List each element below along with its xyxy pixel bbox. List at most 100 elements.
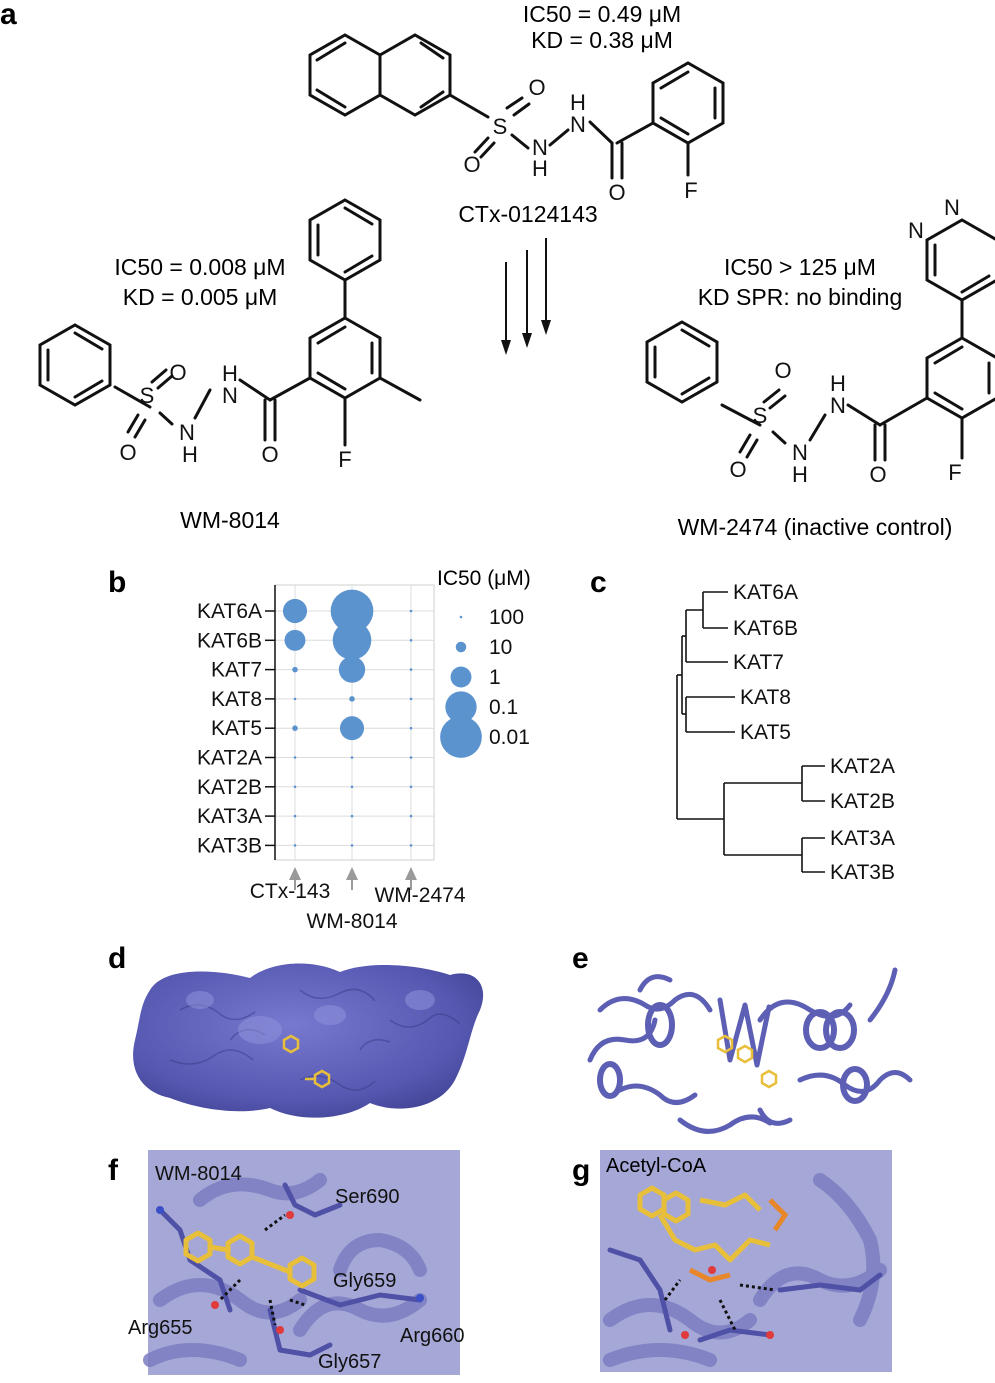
svg-text:H: H bbox=[830, 371, 846, 396]
bubble-point bbox=[293, 756, 297, 759]
row-label: KAT2A bbox=[197, 747, 262, 770]
svg-text:N: N bbox=[179, 420, 195, 445]
ctx-kd: KD = 0.38 μM bbox=[531, 27, 673, 53]
svg-text:F: F bbox=[684, 178, 697, 203]
bubble-point bbox=[293, 785, 297, 789]
bubble-point bbox=[338, 656, 366, 683]
wm8014-kd: KD = 0.005 μM bbox=[123, 284, 278, 310]
ctx-0124143-structure bbox=[308, 33, 725, 180]
bubble-point bbox=[350, 844, 354, 847]
row-label: KAT6B bbox=[197, 629, 262, 652]
svg-text:N: N bbox=[792, 440, 808, 465]
bubble-point bbox=[349, 696, 355, 702]
row-label: KAT2B bbox=[197, 776, 262, 799]
svg-text:N: N bbox=[908, 218, 924, 243]
x-label: WM-2474 bbox=[374, 884, 465, 907]
ic50-bubble-chart: KAT6AKAT6BKAT7KAT8KAT5KAT2AKAT2BKAT3AKAT… bbox=[197, 584, 466, 933]
tree-leaf-kat8: KAT8 bbox=[740, 686, 791, 709]
row-label: KAT8 bbox=[211, 688, 262, 711]
wm2474-atom-labels: N N S O O N H N H O F bbox=[729, 195, 961, 487]
label-gly659: Gly659 bbox=[333, 1270, 396, 1292]
bubble-point bbox=[409, 844, 413, 847]
svg-text:O: O bbox=[869, 462, 886, 487]
row-label: KAT6A bbox=[197, 600, 262, 623]
label-arg660: Arg660 bbox=[400, 1325, 465, 1347]
svg-text:F: F bbox=[948, 460, 961, 485]
bubble-point bbox=[293, 814, 297, 818]
panel-letter-g: g bbox=[572, 1154, 590, 1187]
svg-text:H: H bbox=[222, 361, 238, 386]
panel-letter-a: a bbox=[0, 0, 17, 31]
legend-title: IC50 (μM) bbox=[437, 567, 531, 590]
ctx-ic50: IC50 = 0.49 μM bbox=[523, 1, 681, 27]
x-arrow-head bbox=[289, 867, 301, 880]
panel-letter-b: b bbox=[108, 566, 126, 599]
panel-letter-e: e bbox=[572, 942, 589, 975]
svg-text:H: H bbox=[532, 156, 548, 181]
wm2474-structure bbox=[645, 218, 995, 462]
tree-leaf-labels: KAT6A KAT6B KAT7 KAT8 KAT5 KAT2A KAT2B K… bbox=[733, 581, 895, 884]
protein-cartoon-image bbox=[587, 967, 913, 1134]
svg-text:H: H bbox=[570, 90, 586, 115]
legend-bubble bbox=[440, 716, 482, 758]
bubble-point bbox=[350, 785, 354, 789]
tree-leaf-kat3a: KAT3A bbox=[830, 827, 895, 850]
ctx-name: CTx-0124143 bbox=[458, 201, 597, 227]
bubble-point bbox=[292, 666, 298, 673]
tree-leaf-kat2b: KAT2B bbox=[830, 790, 895, 813]
bubble-point bbox=[409, 639, 413, 642]
tree-leaf-kat6a: KAT6A bbox=[733, 581, 798, 604]
svg-text:N: N bbox=[830, 393, 846, 418]
kat-phylogenetic-tree bbox=[676, 591, 825, 873]
panel-letter-d: d bbox=[108, 942, 126, 975]
label-arg655: Arg655 bbox=[128, 1317, 193, 1339]
svg-text:O: O bbox=[608, 180, 625, 205]
svg-text:H: H bbox=[182, 442, 198, 467]
tree-leaf-kat6b: KAT6B bbox=[733, 617, 798, 640]
svg-text:N: N bbox=[570, 112, 586, 137]
x-label: WM-8014 bbox=[306, 910, 397, 933]
ctx-atom-labels: S O O N H N H O F bbox=[463, 75, 697, 205]
binding-site-wm8014-image bbox=[143, 1150, 460, 1375]
legend-label: 100 bbox=[489, 606, 524, 629]
tree-leaf-kat7: KAT7 bbox=[733, 651, 784, 674]
svg-text:N: N bbox=[222, 383, 238, 408]
wm8014-ic50: IC50 = 0.008 μM bbox=[114, 254, 285, 280]
wm2474-name: WM-2474 (inactive control) bbox=[678, 514, 953, 540]
svg-text:H: H bbox=[792, 462, 808, 487]
tree-leaf-kat3b: KAT3B bbox=[830, 861, 895, 884]
legend-label: 0.1 bbox=[489, 696, 518, 719]
wm8014-atom-labels: S O O N H N H O F bbox=[119, 360, 351, 472]
svg-text:S: S bbox=[493, 114, 508, 139]
wm8014-name: WM-8014 bbox=[180, 507, 280, 533]
svg-text:O: O bbox=[528, 75, 545, 100]
panel-f-labels: WM-8014 Ser690 Gly659 Arg655 Arg660 Gly6… bbox=[128, 1163, 465, 1373]
svg-text:O: O bbox=[463, 152, 480, 177]
x-label: CTx-143 bbox=[250, 880, 331, 903]
wm2474-kd: KD SPR: no binding bbox=[698, 284, 903, 310]
bubble-point bbox=[282, 598, 308, 624]
transition-arrows bbox=[505, 238, 547, 345]
svg-text:O: O bbox=[261, 442, 278, 467]
legend-label: 10 bbox=[489, 636, 512, 659]
protein-surface-image bbox=[133, 963, 484, 1118]
legend-bubble bbox=[445, 691, 477, 723]
row-label: KAT5 bbox=[211, 717, 262, 740]
panel-letter-f: f bbox=[108, 1154, 119, 1187]
svg-text:S: S bbox=[140, 383, 155, 408]
bubble-point bbox=[292, 725, 298, 731]
protein-helices bbox=[597, 1002, 870, 1104]
svg-text:O: O bbox=[729, 457, 746, 482]
label-acetyl-coa: Acetyl-CoA bbox=[606, 1155, 707, 1177]
bubble-point bbox=[350, 814, 354, 818]
x-arrow-head bbox=[405, 867, 417, 880]
bubble-point bbox=[293, 844, 297, 847]
panel-letter-c: c bbox=[590, 566, 607, 599]
bubble-point bbox=[409, 726, 413, 730]
legend-bubble bbox=[455, 641, 467, 653]
label-gly657: Gly657 bbox=[318, 1351, 381, 1373]
bubble-point bbox=[409, 668, 413, 671]
row-label: KAT3B bbox=[197, 834, 262, 857]
